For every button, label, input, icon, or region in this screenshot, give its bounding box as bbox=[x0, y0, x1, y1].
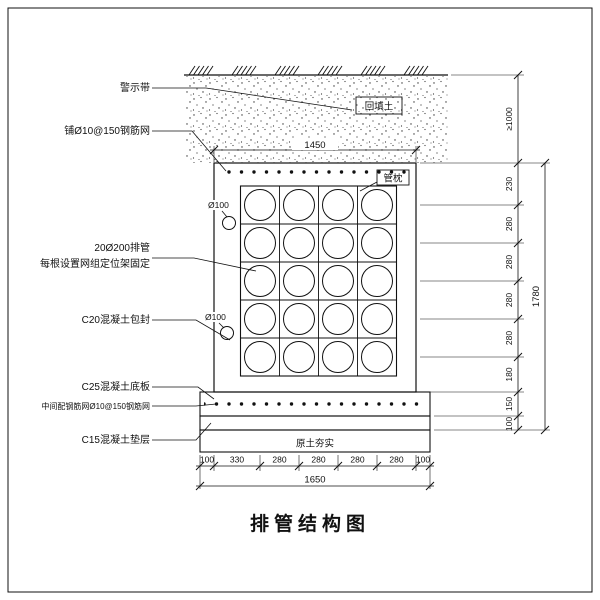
dim-bottom-0: 100 bbox=[200, 455, 214, 465]
drain-pipe-2: Ø100 bbox=[203, 312, 234, 340]
dim-top-width: 1450 bbox=[304, 140, 325, 151]
warning-tape-leader bbox=[152, 87, 353, 111]
dimension-bottom-total: 1650 bbox=[195, 475, 435, 491]
encasement-label: C20混凝土包封 bbox=[82, 313, 150, 326]
dimension-bottom-chain: 100 330 280 280 280 280 100 bbox=[195, 455, 435, 489]
dim-bottom-4: 280 bbox=[350, 455, 364, 465]
dim-right-depth: ≥1000 bbox=[504, 107, 514, 131]
compacted-soil-label: 原土夯实 bbox=[296, 438, 334, 450]
slab-rebar-mesh bbox=[204, 400, 426, 408]
drain-pipe-1: Ø100 bbox=[206, 200, 236, 230]
drawing-title: 排管结构图 bbox=[250, 512, 370, 535]
encasement-leader bbox=[152, 319, 231, 341]
dim-right-3: 280 bbox=[504, 293, 514, 307]
pipes-leader bbox=[152, 257, 257, 272]
callout-backfill: 回填土 bbox=[355, 96, 403, 115]
dimension-top: 1450 bbox=[209, 139, 421, 162]
callout-pipe-pillow: 管枕 bbox=[359, 169, 410, 192]
pipes-label-line1: 20Ø200排管 bbox=[94, 241, 150, 254]
dim-bottom-1: 330 bbox=[230, 455, 244, 465]
dim-right-total: 1780 bbox=[531, 286, 542, 307]
left-callouts: 警示带 铺Ø10@150钢筋网 20Ø200排管 每根设置网组定位架固定 C20… bbox=[40, 81, 353, 446]
dim-bottom-total: 1650 bbox=[304, 475, 325, 486]
top-mesh-leader bbox=[152, 130, 227, 172]
dim-right-6: 150 bbox=[504, 397, 514, 411]
dim-text-mask bbox=[292, 139, 338, 150]
dim-bottom-5: 280 bbox=[389, 455, 403, 465]
cushion-label: C15混凝土垫层 bbox=[82, 433, 150, 446]
dim-right-0: 230 bbox=[504, 177, 514, 191]
ground-hatch bbox=[188, 65, 429, 76]
dimension-right-chain: ≥1000 230 280 280 280 280 180 150 100 bbox=[420, 70, 550, 435]
dim-right-1: 280 bbox=[504, 217, 514, 231]
dimension-right-total: 1780 bbox=[531, 158, 550, 435]
dim-bottom-2: 280 bbox=[272, 455, 286, 465]
dim-right-4: 280 bbox=[504, 331, 514, 345]
drain-pipe-1-label: Ø100 bbox=[208, 200, 229, 210]
rebar-mesh-top bbox=[221, 168, 411, 177]
pipe-grid bbox=[239, 185, 398, 377]
drain-pipe-2-label: Ø100 bbox=[205, 312, 226, 322]
dim-right-2: 280 bbox=[504, 255, 514, 269]
dim-bottom-3: 280 bbox=[311, 455, 325, 465]
cushion-layer bbox=[199, 415, 431, 431]
dim-right-7: 100 bbox=[504, 417, 514, 431]
base-slab-label: C25混凝土底板 bbox=[82, 380, 150, 393]
sheet-border bbox=[7, 7, 593, 593]
cushion-leader bbox=[152, 422, 212, 441]
pipes-label-line2: 每根设置网组定位架固定 bbox=[40, 257, 150, 270]
top-mesh-label: 铺Ø10@150钢筋网 bbox=[64, 124, 150, 137]
warning-tape-label: 警示带 bbox=[120, 81, 150, 94]
pipe-pillow-label: 管枕 bbox=[383, 173, 403, 185]
backfill-label: 回填土 bbox=[365, 101, 394, 113]
dim-bottom-6: 100 bbox=[416, 455, 430, 465]
dim-right-5: 180 bbox=[504, 367, 514, 381]
compacted-soil-band: 原土夯实 bbox=[199, 429, 431, 453]
slab-mesh-label: 中间配钢筋网Ø10@150钢筋网 bbox=[41, 401, 150, 411]
base-slab-leader bbox=[152, 386, 215, 400]
